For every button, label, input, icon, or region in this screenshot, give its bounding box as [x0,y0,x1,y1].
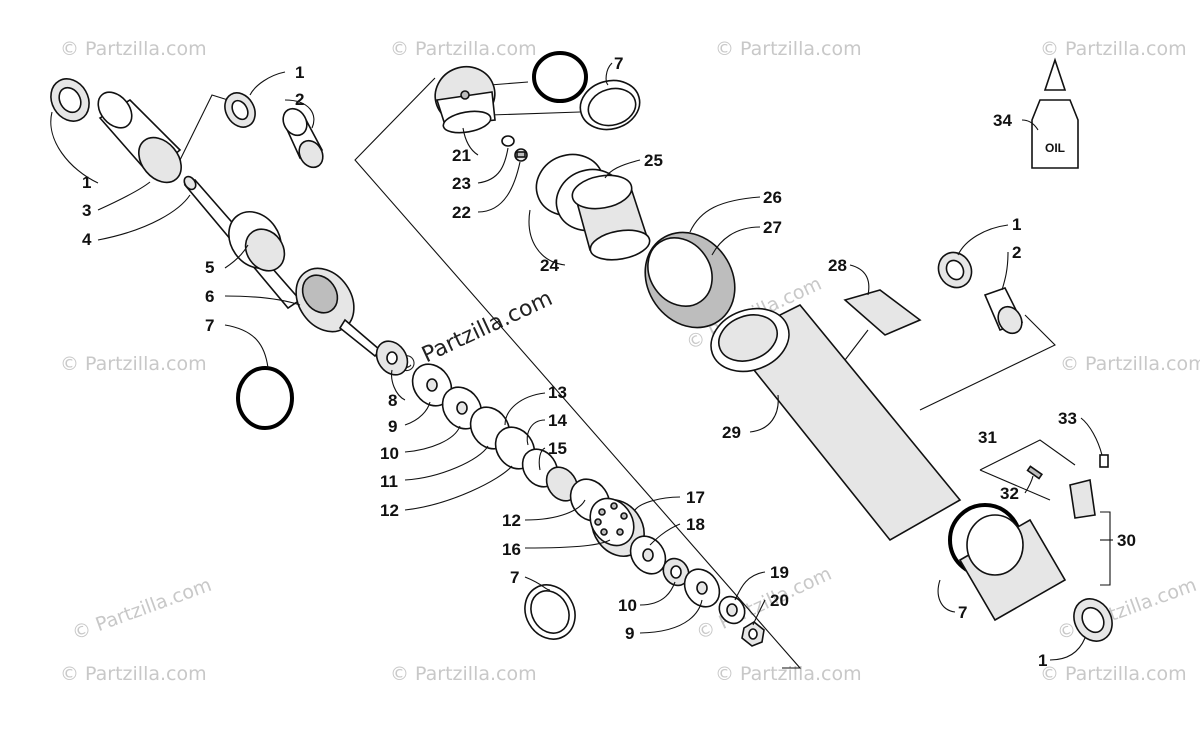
callout-16: 16 [502,540,521,559]
bushing-part-1-top-left [50,78,90,122]
callout-21: 21 [452,146,471,165]
callout-15: 15 [548,439,567,458]
callout-13: 13 [548,383,567,402]
sleeve-part-2-right [983,287,1024,335]
callout-26: 26 [763,188,782,207]
oil-label: OIL [1045,141,1065,155]
callout-27: 27 [763,218,782,237]
watermark-text: © Partzilla.com [69,574,214,645]
eyelet-part-3 [97,91,182,184]
watermark-text: © Partzilla.com [1040,663,1187,685]
watermark-text: © Partzilla.com [1060,353,1200,375]
callout-leader-lines [50,62,1113,661]
callout-30: 30 [1117,531,1136,550]
callout-33: 33 [1058,409,1077,428]
callout-19: 19 [770,563,789,582]
callout-7: 7 [205,316,214,335]
callout-34: 34 [993,111,1012,130]
o-ring-part-7-left [236,366,294,430]
watermark-text: © Partzilla.com [715,38,862,60]
callout-32: 32 [1000,484,1019,503]
sleeve-part-2-top [282,107,324,169]
o-ring-part-7-top [532,51,588,103]
callout-2: 2 [1012,243,1021,262]
callout-2: 2 [295,90,304,109]
callout-10: 10 [618,596,637,615]
ring-part-7-top-right [579,79,641,131]
assembly-bracket-lines [179,77,1076,669]
callout-8: 8 [388,391,397,410]
callout-1: 1 [1012,215,1021,234]
callout-6: 6 [205,287,214,306]
callout-1: 1 [1038,651,1047,670]
piston-ring-part-7-bottom [524,584,576,640]
valve-parts-30-33 [1026,454,1109,519]
callout-17: 17 [686,488,705,507]
snap-ring-part-23-22 [501,135,528,162]
watermark-text: © Partzilla.com [60,353,207,375]
callout-20: 20 [770,591,789,610]
seal-head-part-6 [295,267,382,358]
callout-23: 23 [452,174,471,193]
callout-9: 9 [388,417,397,436]
callout-numbers: 1 3 4 5 6 7 1 2 8 9 10 11 12 13 14 15 12… [82,54,1136,670]
bushing-part-1-bottom [1073,598,1113,642]
callout-22: 22 [452,203,471,222]
callout-29: 29 [722,423,741,442]
callout-31: 31 [978,428,997,447]
callout-28: 28 [828,256,847,275]
callout-12: 12 [502,511,521,530]
callout-4: 4 [82,230,92,249]
callout-7: 7 [510,568,519,587]
callout-3: 3 [82,201,91,220]
callout-9: 9 [625,624,634,643]
body-part-7-lower [948,503,1067,622]
piston-rings-part-24-25 [535,153,651,261]
watermark-text: © Partzilla.com [390,663,537,685]
oil-bottle-part-34: OIL [1031,57,1079,169]
callout-10: 10 [380,444,399,463]
spring-part-28-29 [710,289,962,542]
nut-part-20 [741,621,765,647]
watermark-text: © Partzilla.com [60,663,207,685]
callout-14: 14 [548,411,567,430]
adjuster-nut-part-26-27 [644,231,736,329]
callout-5: 5 [205,258,214,277]
bumper-part-5 [228,211,286,272]
callout-12: 12 [380,501,399,520]
callout-18: 18 [686,515,705,534]
bushing-part-1-top [224,92,256,128]
callout-7: 7 [614,54,623,73]
callout-11: 11 [380,472,398,491]
callout-1: 1 [295,63,304,82]
washers-parts-9-10-18-19 [629,535,746,625]
callout-7: 7 [958,603,967,622]
watermark-text: © Partzilla.com [60,38,207,60]
shim-stack-parts-8-16 [375,340,611,522]
watermark-text: © Partzilla.com [715,663,862,685]
callout-1: 1 [82,173,91,192]
cap-part-21 [434,65,496,134]
bushing-part-1-right [937,251,973,289]
watermark-center-text: © Partzilla.com [392,286,556,380]
callout-25: 25 [644,151,663,170]
callout-24: 24 [540,256,559,275]
watermark-text: © Partzilla.com [1040,38,1187,60]
watermark-text: © Partzilla.com [390,38,537,60]
